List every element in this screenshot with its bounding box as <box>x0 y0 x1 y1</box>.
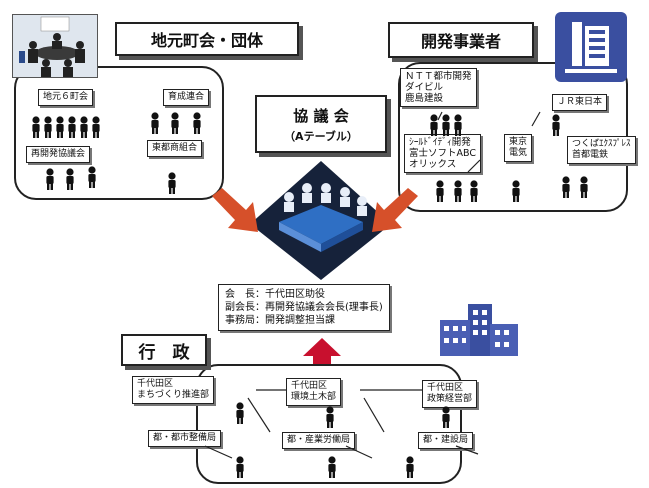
government-title: 行 政 <box>121 334 207 366</box>
local-groups-title: 地元町会・団体 <box>115 22 299 56</box>
up-red-arrow <box>303 338 341 370</box>
gov-connector-diag-1 <box>247 397 271 433</box>
left-orange-arrow <box>212 188 258 232</box>
developer-label-tsukuba: つくばｴｸｽﾌﾟﾚｽ 首都電鉄 <box>567 136 636 164</box>
developer-label-shield: ｼｰﾙﾄﾞｲﾃﾞｨ開発 富士ソフトABC オリックス <box>404 134 481 173</box>
group-label-toto: 東都商組合 <box>147 140 203 157</box>
officer-secretariat: 事務局：開発調整担当課 <box>225 315 335 326</box>
right-orange-arrow <box>372 188 418 232</box>
person-icon-group-ntt <box>430 114 462 136</box>
gov-label-tokyo-industry: 都・産業労働局 <box>282 432 356 449</box>
person-icon-group-jr <box>552 114 560 136</box>
gov-label-chiyoda-env: 千代田区 環境土木部 <box>286 378 342 406</box>
gov-label-chiyoda-machi: 千代田区 まちづくり推進部 <box>132 376 215 404</box>
developer-label-ntt: ＮＴＴ都市開発 ダイビル 鹿島建設 <box>400 68 477 107</box>
person-icon-group-redev <box>46 166 96 190</box>
person-icon-group-tokyo-electric <box>512 180 520 202</box>
meeting-photo-icon <box>12 14 98 78</box>
person-icon-group-local-6 <box>32 116 100 138</box>
person-icon-group-tsukuba <box>562 176 588 198</box>
council-title: 協 議 会 <box>293 106 349 125</box>
developer-label-tokyo-electric: 東京 電気 <box>504 134 533 162</box>
council-subtitle: （Aテーブル） <box>284 129 358 143</box>
person-icon-group-gov <box>236 402 450 478</box>
developers-title: 開発事業者 <box>388 22 534 58</box>
person-icon-group-toto <box>168 172 176 194</box>
developer-label-jr: ＪＲ東日本 <box>552 94 608 111</box>
group-label-local-6: 地元６町会 <box>38 89 94 106</box>
gov-connector-diag-2 <box>363 397 385 433</box>
officer-vice-president: 副会長：再開発協議会会長(理事長) <box>225 302 383 313</box>
gov-label-tokyo-construction: 都・建設局 <box>418 432 474 449</box>
officer-president: 会 長：千代田区助役 <box>225 289 325 300</box>
government-building-icon <box>438 302 520 362</box>
council-title-box: 協 議 会 （Aテーブル） <box>255 95 387 153</box>
officers-box: 会 長：千代田区助役 副会長：再開発協議会会長(理事長) 事務局：開発調整担当課 <box>218 284 390 331</box>
gov-label-tokyo-urban: 都・都市整備局 <box>148 430 222 447</box>
group-label-redev-council: 再開発協議会 <box>26 146 91 163</box>
gov-label-chiyoda-policy: 千代田区 政策経営部 <box>422 380 478 408</box>
person-icon-group-shield <box>436 180 478 202</box>
group-label-ikusei: 育成連合 <box>163 89 210 106</box>
office-building-icon <box>555 12 627 82</box>
person-icon-group-ikusei <box>151 112 201 134</box>
